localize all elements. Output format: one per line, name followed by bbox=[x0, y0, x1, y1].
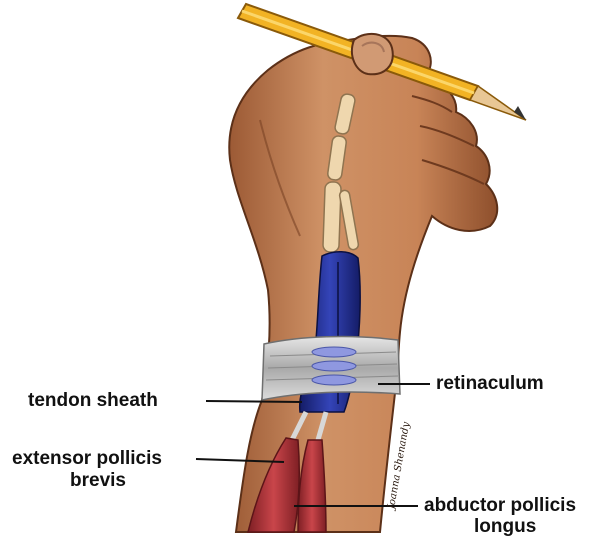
label-tendon-sheath: tendon sheath bbox=[28, 390, 158, 412]
label-abductor-pollicis: abductor pollicis bbox=[424, 495, 576, 517]
hand-and-forearm bbox=[229, 36, 497, 532]
label-brevis: brevis bbox=[70, 470, 126, 492]
thumb-tip bbox=[352, 34, 393, 74]
label-longus: longus bbox=[474, 516, 536, 538]
label-retinaculum: retinaculum bbox=[436, 373, 544, 395]
sheath-rings bbox=[312, 347, 356, 385]
label-extensor-pollicis: extensor pollicis bbox=[12, 448, 162, 470]
